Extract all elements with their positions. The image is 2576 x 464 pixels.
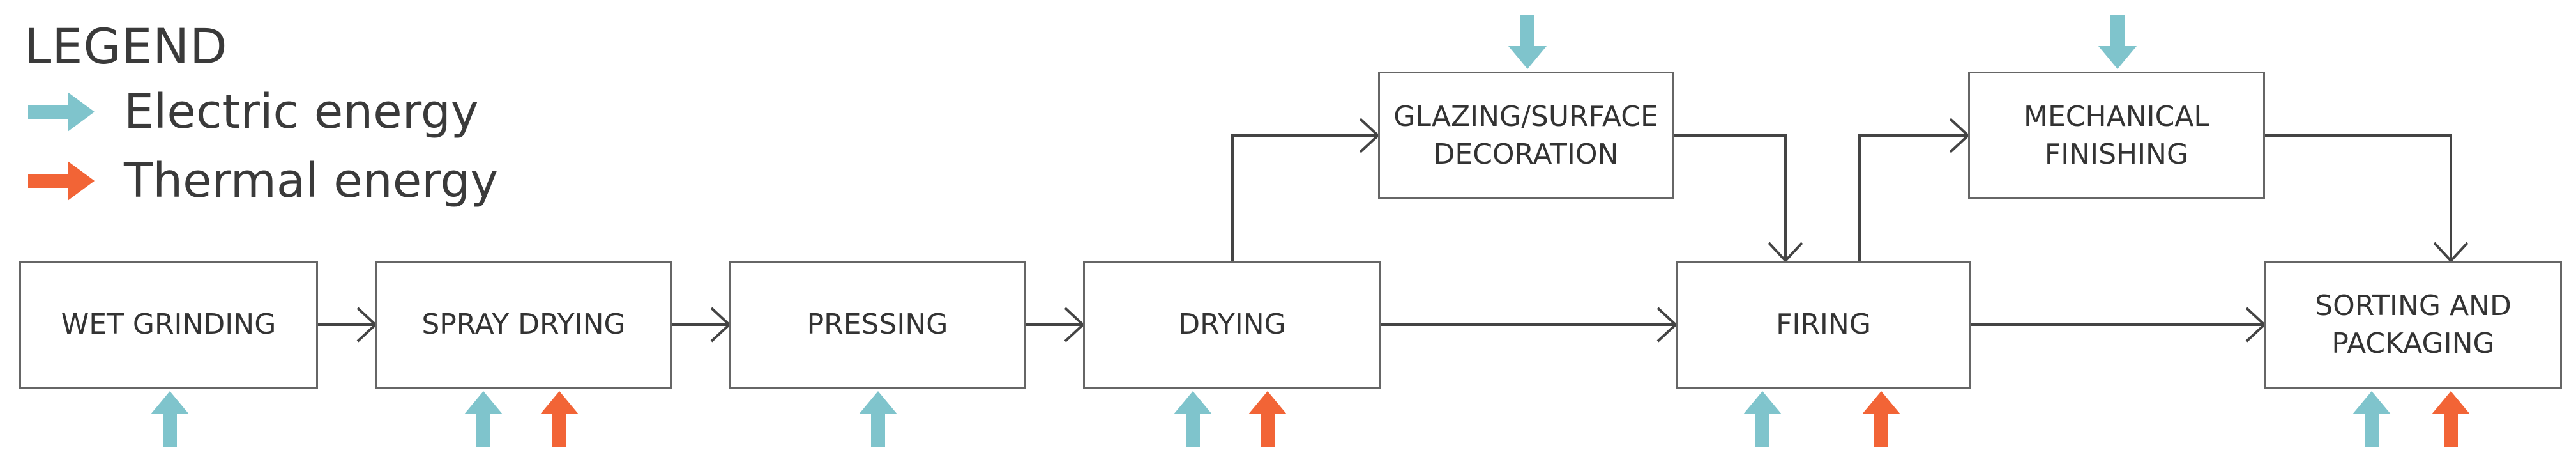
step-firing: FIRING xyxy=(1676,261,1971,389)
step-wet-grinding: WET GRINDING xyxy=(19,261,318,389)
thermal-energy-arrow-icon-spray-drying xyxy=(540,391,579,447)
thermal-arrow-icon xyxy=(28,161,95,201)
legend-title: LEGEND xyxy=(24,18,228,75)
step-pressing: PRESSING xyxy=(729,261,1026,389)
connector-glazing-to-firing xyxy=(1674,134,1787,261)
thermal-energy-arrow-icon-firing xyxy=(1862,391,1900,447)
step-drying: DRYING xyxy=(1083,261,1381,389)
electric-energy-arrow-icon-spray-drying xyxy=(464,391,503,447)
step-label: FIRING xyxy=(1776,308,1871,341)
step-label: DRYING xyxy=(1178,308,1286,341)
legend-label-electric: Electric energy xyxy=(124,84,479,139)
step-mechanical-finishing: MECHANICAL FINISHING xyxy=(1968,72,2265,199)
step-label: GLAZING/SURFACE DECORATION xyxy=(1393,100,1658,171)
thermal-energy-arrow-icon-sorting-packaging xyxy=(2432,391,2470,447)
thermal-energy-arrow-icon-drying xyxy=(1248,391,1287,447)
step-label: SORTING AND PACKAGING xyxy=(2315,289,2512,360)
step-label: MECHANICAL FINISHING xyxy=(2024,100,2209,171)
legend-item-thermal: Thermal energy xyxy=(28,152,498,210)
electric-energy-arrow-icon-pressing xyxy=(859,391,897,447)
electric-energy-arrow-icon-sorting-packaging xyxy=(2352,391,2391,447)
step-glazing: GLAZING/SURFACE DECORATION xyxy=(1378,72,1674,199)
step-label: PRESSING xyxy=(807,308,948,341)
step-spray-drying: SPRAY DRYING xyxy=(375,261,672,389)
electric-arrow-icon xyxy=(28,92,95,132)
legend-item-electric: Electric energy xyxy=(28,83,479,141)
step-sorting-packaging: SORTING AND PACKAGING xyxy=(2264,261,2562,389)
connector-firing-to-mechanical-finishing xyxy=(1858,134,1968,261)
electric-energy-arrow-icon-drying xyxy=(1174,391,1212,447)
step-label: SPRAY DRYING xyxy=(421,308,626,341)
connector-drying-to-glazing xyxy=(1231,134,1378,261)
electric-energy-arrow-icon-wet-grinding xyxy=(151,391,189,447)
electric-energy-arrow-icon-mechanical-finishing xyxy=(2098,15,2137,69)
electric-energy-arrow-icon-firing xyxy=(1743,391,1782,447)
connector-mechanical-finishing-to-sorting xyxy=(2265,134,2452,261)
electric-energy-arrow-icon-glazing xyxy=(1508,15,1547,69)
legend-label-thermal: Thermal energy xyxy=(124,153,499,208)
step-label: WET GRINDING xyxy=(61,308,277,341)
